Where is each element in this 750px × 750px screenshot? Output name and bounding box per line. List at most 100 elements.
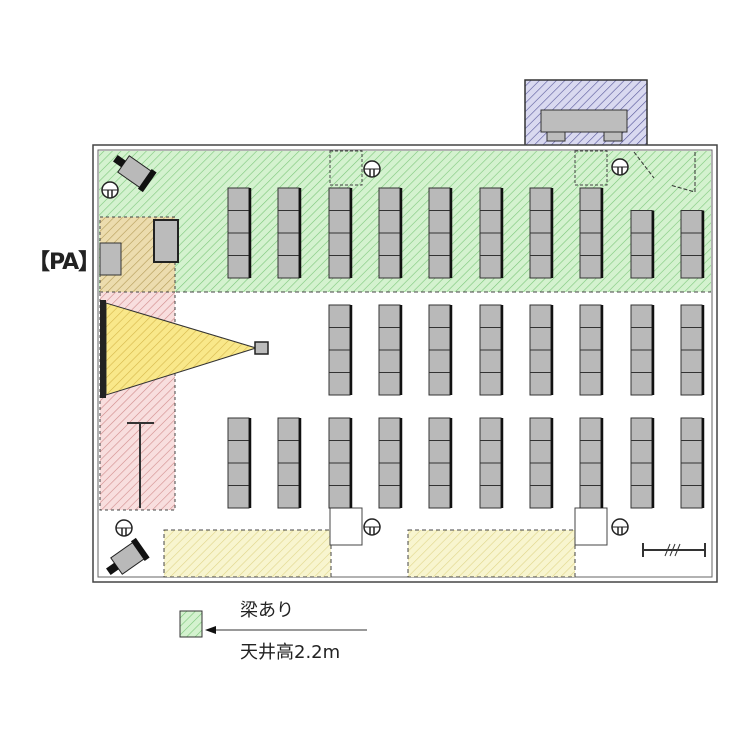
chair	[579, 440, 602, 464]
chair	[529, 440, 552, 464]
chair	[328, 210, 351, 234]
chair	[479, 232, 502, 256]
chair	[428, 187, 451, 211]
chair	[479, 255, 502, 279]
chair	[428, 210, 451, 234]
chair	[479, 210, 502, 234]
chair	[227, 485, 250, 509]
podium-stand	[127, 422, 154, 508]
outlet-icon	[363, 160, 381, 178]
pa-label: 【PA】	[28, 250, 100, 275]
seating	[227, 187, 705, 509]
pillar	[574, 507, 608, 546]
chair	[428, 349, 451, 373]
chair	[328, 232, 351, 256]
chair	[680, 232, 703, 256]
chair	[378, 327, 401, 351]
chair	[579, 485, 602, 509]
chair	[680, 372, 703, 396]
reserved-zone-left	[163, 529, 332, 578]
chair	[277, 255, 300, 279]
chair	[328, 255, 351, 279]
chair	[328, 440, 351, 464]
chair	[579, 304, 602, 328]
chair	[579, 210, 602, 234]
pa-mixer	[153, 219, 179, 263]
chair	[529, 187, 552, 211]
screen	[100, 300, 106, 398]
chair	[479, 187, 502, 211]
chair	[277, 187, 300, 211]
chair	[378, 462, 401, 486]
chair	[630, 372, 653, 396]
chair	[378, 417, 401, 441]
chair	[277, 417, 300, 441]
chair	[529, 232, 552, 256]
chair	[529, 485, 552, 509]
chair	[378, 210, 401, 234]
chair	[428, 485, 451, 509]
chair	[227, 417, 250, 441]
reserved-zone-right	[407, 529, 576, 578]
chair	[227, 210, 250, 234]
chair	[428, 327, 451, 351]
beam-zone	[99, 151, 711, 292]
chair	[680, 349, 703, 373]
chair	[479, 372, 502, 396]
chair	[378, 187, 401, 211]
chair	[579, 187, 602, 211]
chair	[630, 255, 653, 279]
outlet-icon	[611, 518, 629, 536]
pa-speaker-left	[99, 242, 122, 276]
chair	[579, 255, 602, 279]
chair	[630, 327, 653, 351]
chair	[378, 255, 401, 279]
chair	[479, 440, 502, 464]
chair	[579, 462, 602, 486]
chair	[378, 232, 401, 256]
pillar	[329, 150, 363, 186]
chair	[428, 255, 451, 279]
chair	[630, 417, 653, 441]
chair	[277, 485, 300, 509]
pillar	[329, 507, 363, 546]
chair	[328, 372, 351, 396]
chair	[680, 210, 703, 234]
chair	[579, 327, 602, 351]
chair	[630, 210, 653, 234]
chair	[227, 440, 250, 464]
outlet-icon	[363, 518, 381, 536]
chair	[479, 485, 502, 509]
chair	[630, 440, 653, 464]
chair	[328, 485, 351, 509]
chair	[579, 232, 602, 256]
chair	[328, 462, 351, 486]
chair	[428, 372, 451, 396]
chair	[328, 304, 351, 328]
outlet-icon	[115, 519, 133, 537]
chair	[277, 210, 300, 234]
pillar	[574, 150, 608, 186]
outlet-icon	[611, 158, 629, 176]
outlet-icon	[101, 181, 119, 199]
chair	[227, 255, 250, 279]
chair	[277, 232, 300, 256]
chair	[227, 232, 250, 256]
platform	[524, 79, 648, 149]
rail-icon	[642, 543, 706, 557]
chair	[378, 485, 401, 509]
chair	[680, 304, 703, 328]
chair	[328, 349, 351, 373]
chair	[529, 417, 552, 441]
chair	[428, 462, 451, 486]
chair	[328, 417, 351, 441]
chair	[428, 232, 451, 256]
chair	[529, 210, 552, 234]
chair	[630, 349, 653, 373]
projector	[254, 341, 269, 355]
chair	[378, 372, 401, 396]
legend-ceiling-label: 天井高2.2m	[240, 642, 341, 663]
chair	[378, 304, 401, 328]
chair	[529, 255, 552, 279]
